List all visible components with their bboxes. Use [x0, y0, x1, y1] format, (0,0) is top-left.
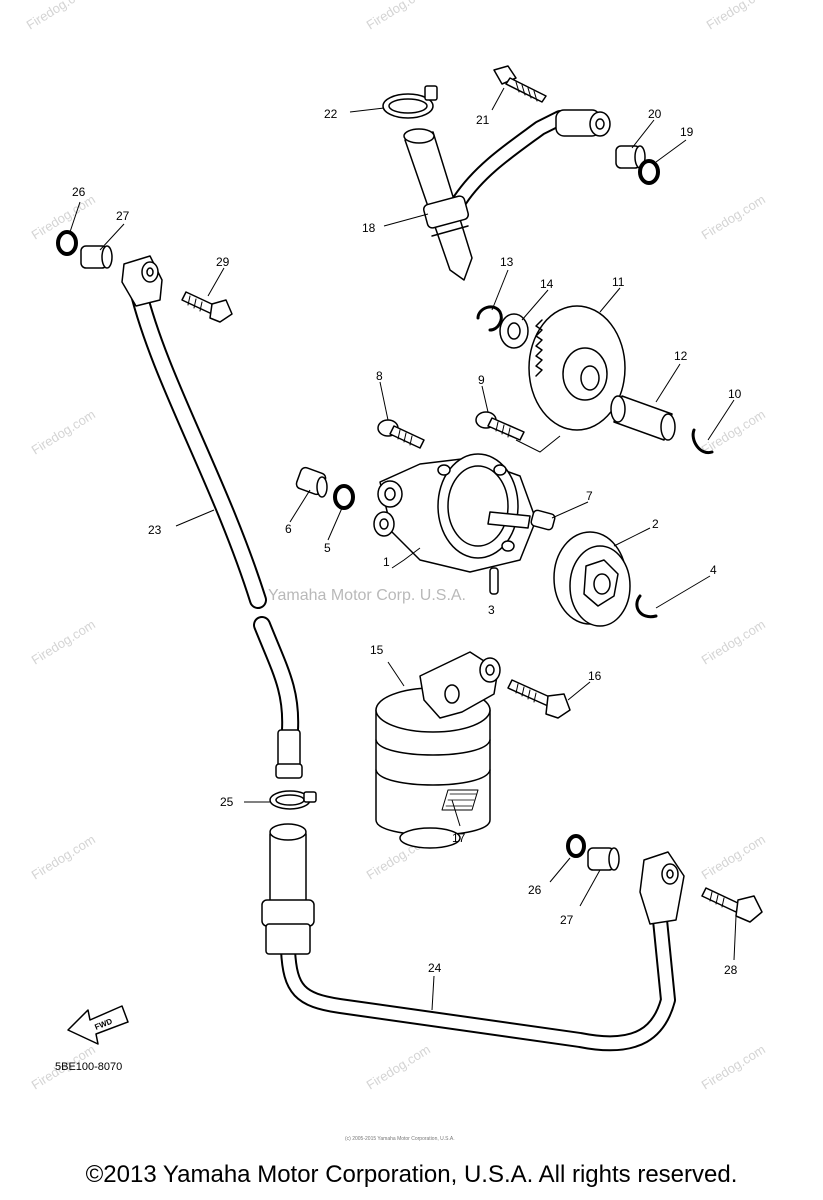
o-ring-26 — [56, 230, 78, 256]
callout-3: 3 — [488, 603, 495, 617]
callout-26b: 26 — [528, 883, 542, 897]
washer-14 — [499, 313, 529, 349]
dowel-pin-3 — [489, 567, 499, 595]
oil-hose-23 — [129, 281, 303, 779]
watermark: Firedog.com — [699, 192, 768, 243]
center-watermark: Yamaha Motor Corp. U.S.A. — [268, 587, 466, 604]
callout-10: 10 — [728, 387, 742, 401]
watermark: Firedog.com — [699, 407, 768, 458]
watermark: Firedog.com — [24, 0, 93, 33]
oil-pump-exploded-view: Firedog.com Firedog.com Firedog.com Fire… — [24, 0, 773, 1142]
callout-2: 2 — [652, 517, 659, 531]
watermark: Firedog.com — [704, 0, 773, 33]
callout-16: 16 — [588, 669, 602, 683]
callout-1: 1 — [383, 555, 390, 569]
shaft-12 — [610, 395, 676, 441]
circlip-10 — [691, 428, 714, 455]
bolt-29 — [181, 291, 233, 323]
callout-8: 8 — [376, 369, 383, 383]
callout-6: 6 — [285, 522, 292, 536]
circlip-4 — [635, 594, 658, 619]
banjo-fitting-right — [639, 851, 685, 925]
o-ring-26b — [566, 834, 586, 858]
callout-9: 9 — [478, 373, 485, 387]
callout-28: 28 — [724, 963, 738, 977]
bolt-16 — [507, 679, 571, 719]
bolt-8 — [377, 419, 425, 449]
callout-21: 21 — [476, 113, 490, 127]
callout-13: 13 — [500, 255, 514, 269]
circlip-13 — [476, 305, 503, 332]
collar-6 — [295, 466, 328, 498]
oil-pipe-24 — [261, 823, 676, 1052]
rotor-cover-2 — [553, 531, 631, 627]
callout-22: 22 — [324, 107, 338, 121]
watermark: Firedog.com — [699, 1042, 768, 1093]
callout-18: 18 — [362, 221, 376, 235]
callout-7: 7 — [586, 489, 593, 503]
oil-pipe-upper — [403, 110, 568, 281]
banjo-15 — [419, 651, 501, 719]
watermark: Firedog.com — [29, 832, 98, 883]
oil-strainer-17 — [375, 687, 491, 849]
pin-7 — [530, 509, 556, 531]
hose-clamp-top — [382, 85, 438, 119]
gear-11 — [528, 305, 626, 431]
callout-20: 20 — [648, 107, 662, 121]
watermark: Firedog.com — [699, 832, 768, 883]
collar-27 — [80, 245, 113, 269]
banjo-fitting-left — [121, 255, 163, 307]
callout-23: 23 — [148, 523, 162, 537]
bolt-9 — [475, 411, 525, 441]
callout-15: 15 — [370, 643, 384, 657]
callout-24: 24 — [428, 961, 442, 975]
part-code: 5BE100-8070 — [55, 1061, 122, 1073]
collar-27b — [587, 847, 620, 871]
callout-25: 25 — [220, 795, 234, 809]
o-ring-19 — [638, 159, 660, 185]
bolt-28 — [701, 887, 763, 923]
callout-14: 14 — [540, 277, 554, 291]
callout-26: 26 — [72, 185, 86, 199]
callout-4: 4 — [710, 563, 717, 577]
callout-29: 29 — [216, 255, 230, 269]
tiny-copyright: (c) 2005-2015 Yamaha Motor Corporation, … — [345, 1136, 455, 1142]
callout-5: 5 — [324, 541, 331, 555]
watermark: Firedog.com — [29, 617, 98, 668]
callout-labels: 1 2 3 4 5 6 7 8 9 10 11 12 13 14 15 16 1… — [72, 107, 742, 977]
callout-19: 19 — [680, 125, 694, 139]
oil-pump-body — [373, 453, 537, 573]
callout-17: 17 — [452, 831, 466, 845]
callout-12: 12 — [674, 349, 688, 363]
bolt-21 — [493, 65, 547, 103]
watermark: Firedog.com — [699, 617, 768, 668]
watermark: Firedog.com — [29, 407, 98, 458]
watermark: Firedog.com — [364, 0, 433, 33]
hose-clamp-25 — [269, 790, 317, 810]
callout-27b: 27 — [560, 913, 574, 927]
callout-27: 27 — [116, 209, 130, 223]
copyright-footer: ©2013 Yamaha Motor Corporation, U.S.A. A… — [85, 1161, 738, 1188]
banjo-fitting-upper — [555, 109, 611, 137]
watermark: Firedog.com — [364, 1042, 433, 1093]
leader-lines — [69, 87, 737, 1011]
o-ring-5 — [333, 484, 355, 510]
callout-11: 11 — [612, 275, 625, 289]
fwd-arrow-icon — [67, 1005, 129, 1045]
